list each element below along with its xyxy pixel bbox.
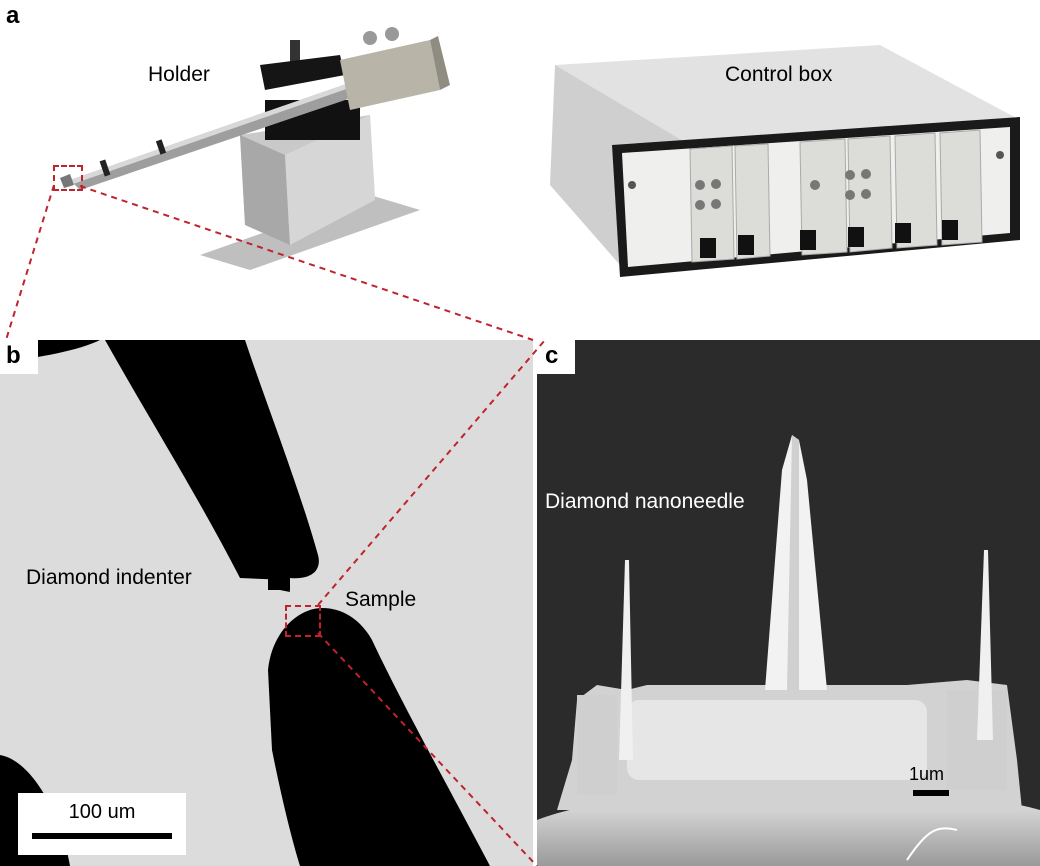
panel-b-letter-bg [0,340,38,374]
panel-c: c Diamond nanoneedle 1um [537,340,1040,866]
panel-a-letter: a [6,2,20,29]
scale-bar-c: 1um [909,764,969,804]
holder-photo [60,27,450,270]
diamond-indenter-label: Diamond indenter [26,566,192,589]
panel-b-letter: b [6,342,21,369]
panel-b: b Diamond indenter Sample 100 um [0,340,533,866]
sample-label: Sample [345,588,417,611]
panel-a: a Holder [0,0,1040,330]
scale-bar-b: 100 um [18,793,186,855]
scale-bar-c-line [913,790,949,796]
panel-c-letter: c [545,342,559,369]
control-box-photo [550,45,1020,277]
scale-bar-b-line [32,833,172,839]
nanoneedle-label: Diamond nanoneedle [545,490,745,513]
scale-bar-b-label: 100 um [68,801,136,823]
sample-zoom-box [285,605,321,637]
holder-tip-zoom-box [53,165,83,191]
control-box-label: Control box [725,63,833,86]
sem-image [537,435,1040,866]
tem-image [0,340,490,866]
scale-bar-c-label: 1um [909,764,945,784]
holder-label: Holder [148,63,210,86]
